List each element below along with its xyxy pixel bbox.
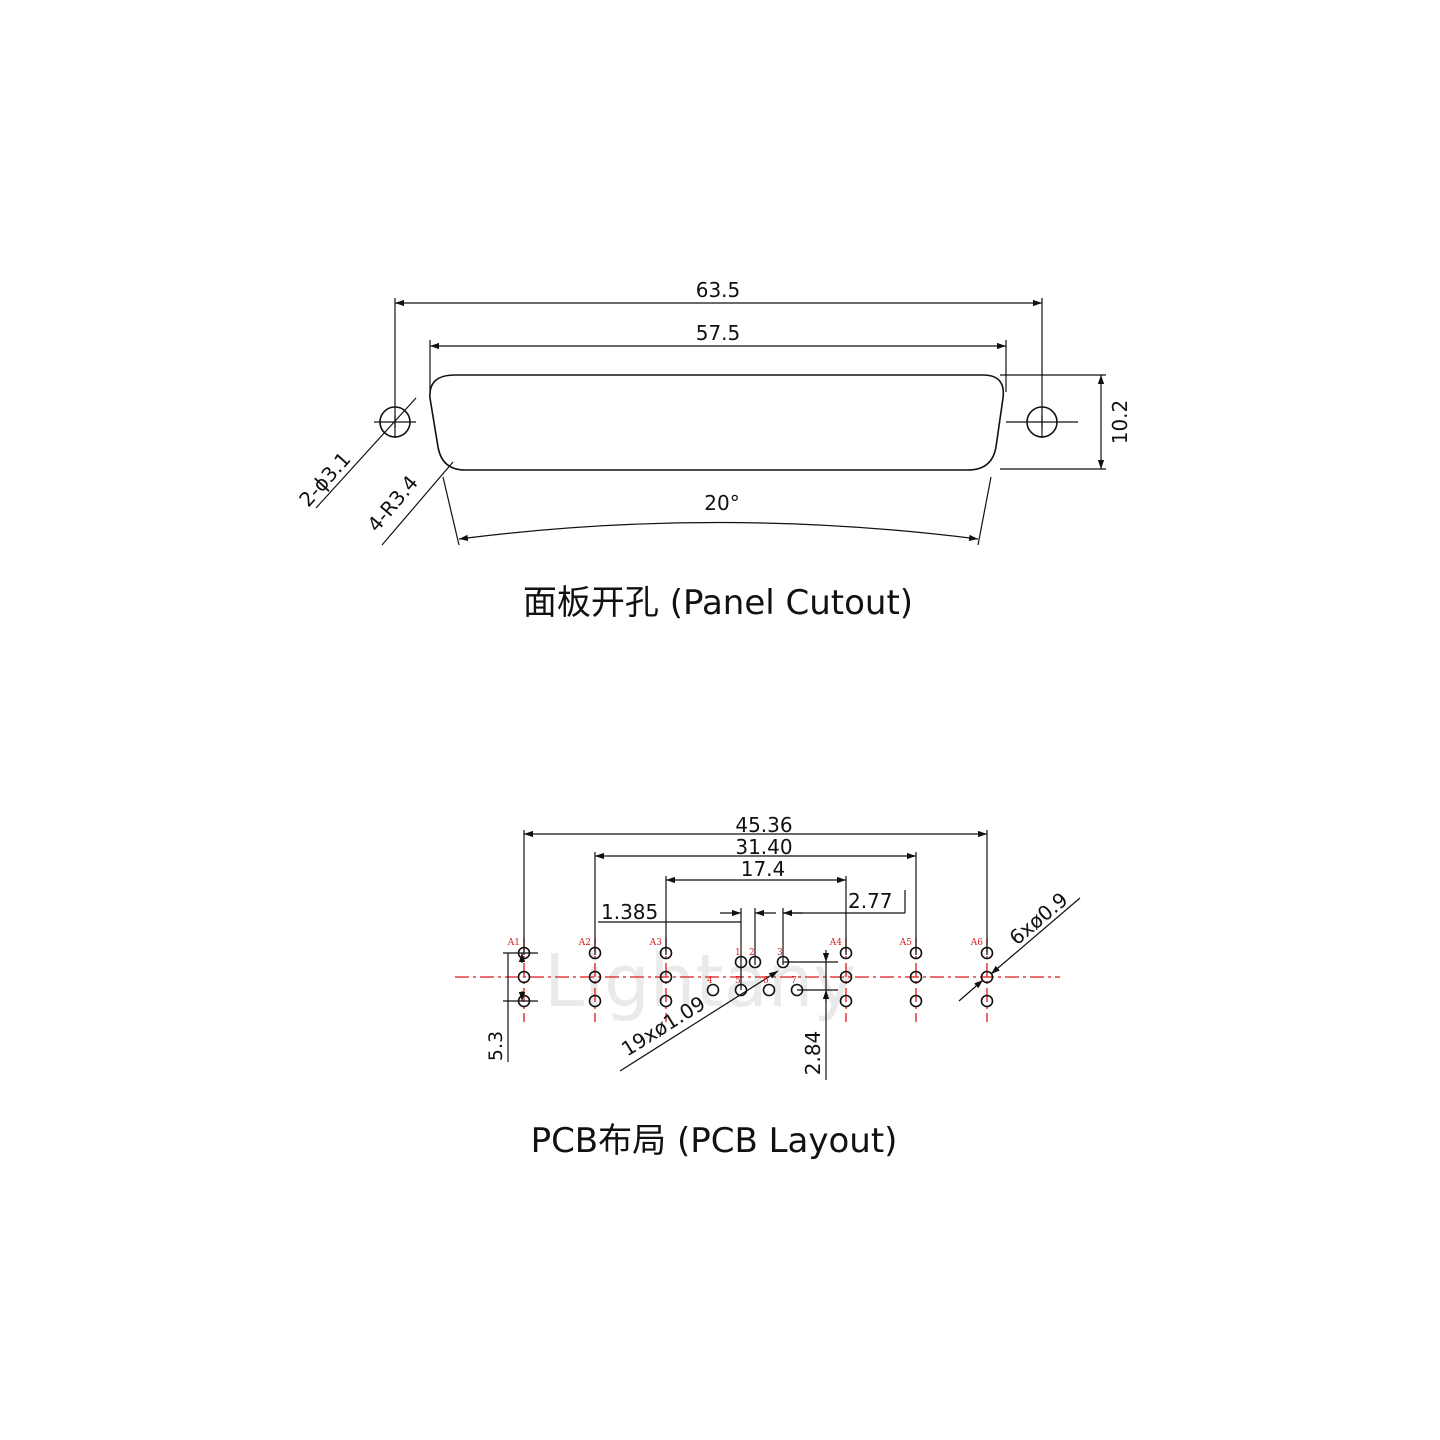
dim-outer-coax-label: 31.40 (735, 835, 792, 859)
signal-pin-label: 2 (749, 948, 755, 958)
signal-hole (706, 983, 720, 997)
dim-signal-offset-label: 2.77 (848, 889, 893, 913)
dim-height-label: 10.2 (1108, 400, 1132, 445)
pcb-layout-view: Lightany 45.36 31.40 17.4 1.385 2.77 (455, 813, 1081, 1161)
coax-column: A4 (829, 938, 853, 1008)
signal-hole (776, 955, 790, 969)
signal-hole (762, 983, 776, 997)
leader-mount-holes (315, 397, 417, 509)
coax-hole (980, 994, 994, 1008)
signal-hole (734, 983, 748, 997)
dim-total-label: 45.36 (735, 813, 792, 837)
mount-hole-right (1006, 406, 1078, 438)
d-shell-cutout-outline (429, 374, 1005, 471)
panel-cutout-caption: 面板开孔 (Panel Cutout) (523, 583, 913, 623)
dim-angle-label: 20° (704, 491, 739, 515)
leader-signal-holes (619, 970, 779, 1072)
signal-pin-label: 5 (735, 976, 741, 986)
coax-hole (909, 946, 923, 960)
signal-pin-label: 7 (791, 976, 797, 986)
mount-hole-left (374, 406, 416, 438)
dim-signal-pitch-label: 1.385 (601, 900, 658, 924)
coax-contact-columns: A1 A2 A3 A4 A5 A6 (507, 938, 994, 1008)
coax-hole (517, 970, 531, 984)
signal-pin-label: 1 (735, 948, 741, 958)
signal-pin-label: 6 (763, 976, 769, 986)
panel-cutout-view: 63.5 57.5 10.2 2-ϕ3.1 4-R3.4 20° (294, 278, 1132, 623)
signal-pin-label: 3 (777, 948, 783, 958)
dim-row-spacing-label: 5.3 (485, 1031, 507, 1061)
coax-hole (909, 994, 923, 1008)
coax-hole (980, 970, 994, 984)
coax-hole (909, 970, 923, 984)
coax-column: A5 (899, 938, 923, 1008)
coax-column: A1 (507, 938, 531, 1008)
dim-corner-radius-label: 4-R3.4 (362, 471, 423, 537)
signal-hole (748, 955, 762, 969)
leader-coax-holes (958, 979, 984, 1002)
signal-hole (790, 983, 804, 997)
pcb-layout-caption: PCB布局 (PCB Layout) (531, 1121, 898, 1161)
coax-hole (659, 946, 673, 960)
coax-label: A2 (578, 938, 591, 948)
coax-label: A6 (970, 938, 983, 948)
coax-label: A4 (829, 938, 842, 948)
coax-hole (588, 970, 602, 984)
coax-column: A2 (578, 938, 602, 1008)
coax-column: A6 (970, 938, 994, 1008)
coax-label: A5 (899, 938, 912, 948)
coax-hole (659, 994, 673, 1008)
coax-column: A3 (649, 938, 673, 1008)
watermark: Lightany (544, 939, 856, 1023)
coax-hole (588, 994, 602, 1008)
dim-overall-label: 63.5 (696, 278, 741, 302)
dim-inner-coax-label: 17.4 (741, 857, 786, 881)
coax-hole (839, 970, 853, 984)
coax-label: A3 (649, 938, 662, 948)
coax-hole (517, 946, 531, 960)
dim-coax-holes-label: 6xø0.9 (1005, 887, 1073, 949)
coax-hole (659, 970, 673, 984)
dim-arc-angle (458, 521, 979, 541)
coax-label: A1 (507, 938, 520, 948)
dim-mount-holes-label: 2-ϕ3.1 (294, 447, 355, 511)
coax-hole (517, 994, 531, 1008)
coax-hole (588, 946, 602, 960)
coax-hole (839, 994, 853, 1008)
coax-hole (839, 946, 853, 960)
dim-signal-row-spacing-label: 2.84 (801, 1031, 825, 1076)
signal-hole (734, 955, 748, 969)
signal-pin-label: 4 (707, 976, 713, 986)
leader-corner-radius (381, 461, 454, 546)
coax-hole (980, 946, 994, 960)
dim-shell-label: 57.5 (696, 321, 741, 345)
